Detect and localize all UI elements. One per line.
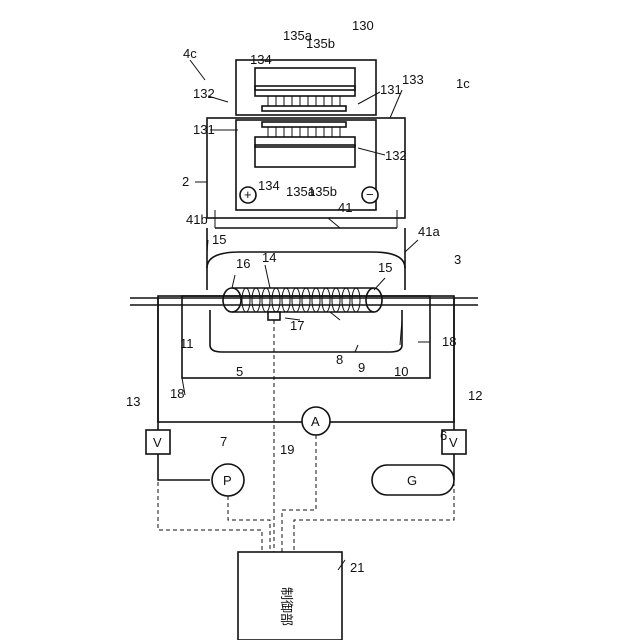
ammeter-symbol: A	[311, 414, 320, 429]
label-18b: 18	[170, 386, 184, 401]
coil-windings	[242, 288, 360, 312]
tank-5	[210, 310, 402, 352]
controller-label: 制御部	[279, 587, 294, 626]
label-1c: 1c	[456, 76, 470, 91]
label-132b: 132	[385, 148, 407, 163]
label-9: 9	[358, 360, 365, 375]
label-132a: 132	[193, 86, 215, 101]
target-131-bottom	[262, 122, 346, 127]
label-5: 5	[236, 364, 243, 379]
pump-symbol: P	[223, 473, 232, 488]
label-7: 7	[220, 434, 227, 449]
label-14: 14	[262, 250, 276, 265]
fins-135-top	[268, 96, 340, 106]
chamber-133	[207, 118, 405, 218]
label-10: 10	[394, 364, 408, 379]
label-15b: 15	[378, 260, 392, 275]
label-12: 12	[468, 388, 482, 403]
coil-14	[223, 288, 382, 320]
label-21: 21	[350, 560, 364, 575]
label-41a: 41a	[418, 224, 440, 239]
plate-41	[207, 210, 405, 252]
label-2: 2	[182, 174, 189, 189]
enclosure-inner	[182, 296, 430, 378]
label-135b-bottom: 135b	[308, 184, 337, 199]
minus-symbol: −	[366, 187, 374, 202]
label-135b-top: 135b	[306, 36, 335, 51]
coil-end-16	[223, 288, 241, 312]
label-131a: 131	[380, 82, 402, 97]
label-19: 19	[280, 442, 294, 457]
label-11: 11	[180, 336, 194, 351]
label-17: 17	[290, 318, 304, 333]
plate-132-top	[255, 86, 355, 96]
target-131-top	[262, 106, 346, 111]
label-133: 133	[402, 72, 424, 87]
label-13: 13	[126, 394, 140, 409]
label-4c: 4c	[183, 46, 197, 61]
label-131b: 131	[193, 122, 215, 137]
unit-130	[236, 60, 376, 115]
label-18a: 18	[442, 334, 456, 349]
enclosure-18	[158, 296, 454, 422]
control-lines	[158, 320, 454, 552]
fins-135-bottom	[268, 127, 340, 137]
gas-symbol: G	[407, 473, 417, 488]
vessel-3	[158, 252, 454, 422]
label-134b: 134	[258, 178, 280, 193]
coil-end-right	[366, 288, 382, 312]
label-130: 130	[352, 18, 374, 33]
label-134a: 134	[250, 52, 272, 67]
label-6: 6	[440, 428, 447, 443]
label-15a: 15	[212, 232, 226, 247]
valve-13-symbol: V	[153, 435, 162, 450]
label-41: 41	[338, 200, 352, 215]
mount-17	[268, 312, 280, 320]
valve-12-symbol: V	[449, 435, 458, 450]
label-8: 8	[336, 352, 343, 367]
magnet-134-bottom	[255, 145, 355, 167]
plus-symbol: +	[244, 187, 252, 202]
label-3: 3	[454, 252, 461, 267]
label-16: 16	[236, 256, 250, 271]
label-41b: 41b	[186, 212, 208, 227]
